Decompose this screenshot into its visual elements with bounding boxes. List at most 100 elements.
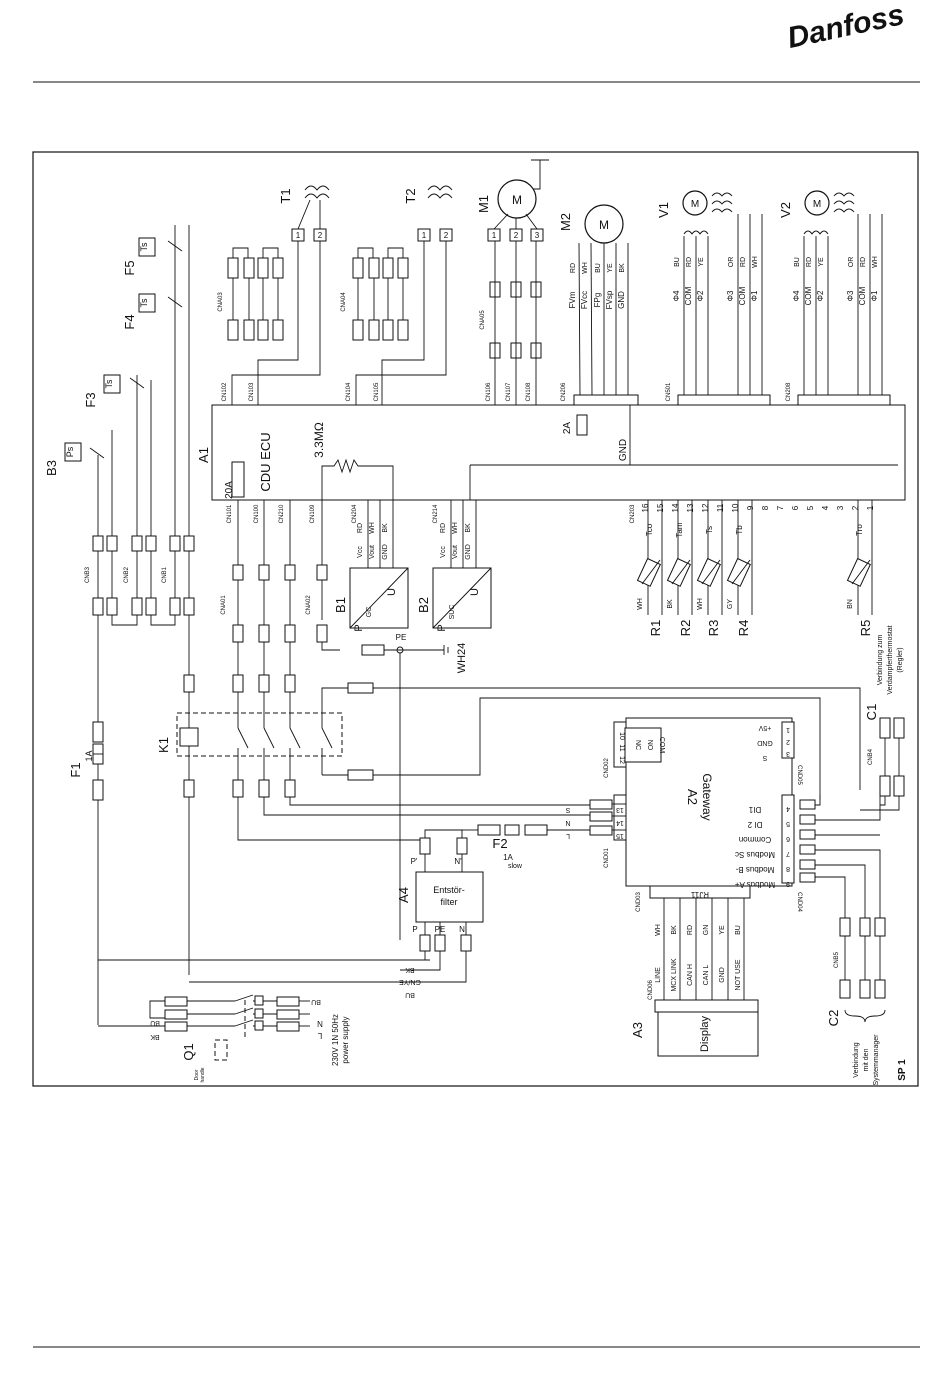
display-pin-label: GND [719,967,726,983]
gateway-pin-num: 6 [786,835,790,842]
a4-pp: P' [411,857,418,866]
b1-pin-label: Vcc [357,546,364,558]
v2-pin-label: Φ2 [816,290,825,301]
c2-note-1: Verbindung [853,1042,860,1078]
v1-pin-color: OR [728,257,735,268]
display-pin-label: CAN L [703,965,710,986]
f2-ref: F2 [492,836,507,851]
gateway-relay-label: NO [646,740,653,751]
ecu-ref: A1 [196,447,211,463]
v1-m: M [691,199,699,210]
cn203-pin-num: 11 [716,503,725,512]
v1-pin-label: Φ2 [696,290,705,301]
cn210-label: CN210 [279,504,285,523]
v2-pin-color: YE [818,257,825,267]
pressure-switches: B3 Ps F3 Ts F4 Ts F5 Ts CNB3 CNB2 CNB1 [44,225,195,722]
cn203-pin-num: 15 [656,503,665,512]
ecu-2a-fuse: 2A [562,422,573,435]
cn203-pin-num: 12 [701,503,710,512]
cn106-label: CN106 [486,382,492,401]
cnb4-label: CNB4 [868,748,874,765]
svg-text:3: 3 [535,231,540,240]
gateway-left-num: 13 [616,806,624,813]
cn105-label: CN105 [374,382,380,401]
a3-ref: A3 [630,1022,645,1038]
c2-note-2: mit den [863,1048,870,1071]
drawing-frame [32,151,919,1087]
ecu-top-connectors: CN102 CN103 CN104 CN105 CN106 CN107 CN10… [222,382,792,405]
b1-pin-color: WH [369,522,376,534]
a4-name-2: filter [440,897,457,907]
b3-ps: Ps [65,446,75,457]
cn206-label: CN206 [561,382,567,401]
transducer-b1: B1 P GC U CN204 [333,500,409,632]
svg-text:2: 2 [444,231,449,240]
v2-pin-label: Φ3 [846,290,855,301]
display-pin-label: CAN H [687,964,694,986]
thermistor-symbol [846,500,873,615]
gateway-pin-num: 5 [786,820,790,827]
gateway-relay-num: 11 [618,744,625,751]
cn203-pin-num: 7 [776,505,785,510]
b1-pin-label: Vout [369,545,376,559]
f4-ref: F4 [122,314,137,329]
b2-pin-color: WH [452,522,459,534]
sensor-label: Ts [705,526,714,534]
ecu-gnd-label: GND [618,439,629,461]
q1-handle-1: Door [194,1069,200,1080]
f5-ref: F5 [122,260,137,275]
valve-v2: V2 M [778,190,891,406]
v2-pin-label: COM [858,286,867,305]
fuse-f1: F1 1A [68,721,430,1025]
gateway-rj11: RJ11 [690,890,709,899]
q1-bu-out: BU [150,1019,160,1026]
v2-pin-label: COM [804,286,813,305]
cnd03-label: CND03 [636,892,642,912]
cnd02-label: CND02 [604,758,610,778]
a4-name-1: Entstör- [433,885,465,895]
display-pin-label: LINE [655,967,662,983]
fan-pin-label: FVm [568,291,577,308]
a4-n: N [459,925,465,934]
sensor-label: Tro [855,524,864,536]
cn501-label: CN501 [666,382,672,401]
cna02-label: CNA02 [306,595,312,615]
cn102-label: CN102 [222,382,228,401]
sensor-wire-color: GY [727,599,734,609]
transformer-t2: T2 1 2 [355,185,453,395]
b2-ref: B2 [416,597,431,613]
gateway-pin-num: 4 [786,805,790,812]
cnb3-label: CNB3 [85,566,91,583]
transducer-b2: B2 WH24 P SUC U CN214 [416,500,492,674]
b2-pin-color: RD [440,523,447,533]
gateway-pin-label: DI 2 [747,820,762,829]
sensor-label: Tco [645,523,654,536]
svg-text:1: 1 [296,231,301,240]
sensor-wire-color: BK [667,599,674,609]
cn203-pin-num: 5 [806,505,815,510]
gateway-pin-label: Modbus A+ [735,880,776,889]
a4-p: P [412,925,417,934]
gateway-pin-label: Modbus Sc [735,850,775,859]
cnd06-label: CND06 [648,980,654,1000]
b2-model: WH24 [456,643,468,674]
b1-gc: GC [366,607,373,618]
c1-note-3: (Regler) [897,647,904,672]
c1-ref: C1 [864,704,879,721]
fuse-f2: F2 1A slow [462,824,590,870]
supply-l: L [317,1031,322,1040]
v1-ref: V1 [656,202,671,218]
gateway-top-num: 2 [786,738,790,745]
fan-pin-color: RD [570,263,577,273]
gateway-top-label: S [762,754,767,761]
ecu-fuse-rating: 20A [224,481,235,499]
cna03-label: CNA03 [218,292,224,312]
display-pin-label: MCX LINK [671,958,678,991]
rotated-pin-labels: FVmRDFVccWHFPgBUFVspYEGNDBKΦ4BUΦ4BUCOMRD… [357,256,879,560]
cn104-label: CN104 [346,382,352,401]
cna04-label: CNA04 [341,292,347,312]
cn208-label: CN208 [786,382,792,401]
cnd05-label: CND05 [796,765,802,785]
connector-c1: C1 CNB4 [860,704,905,811]
